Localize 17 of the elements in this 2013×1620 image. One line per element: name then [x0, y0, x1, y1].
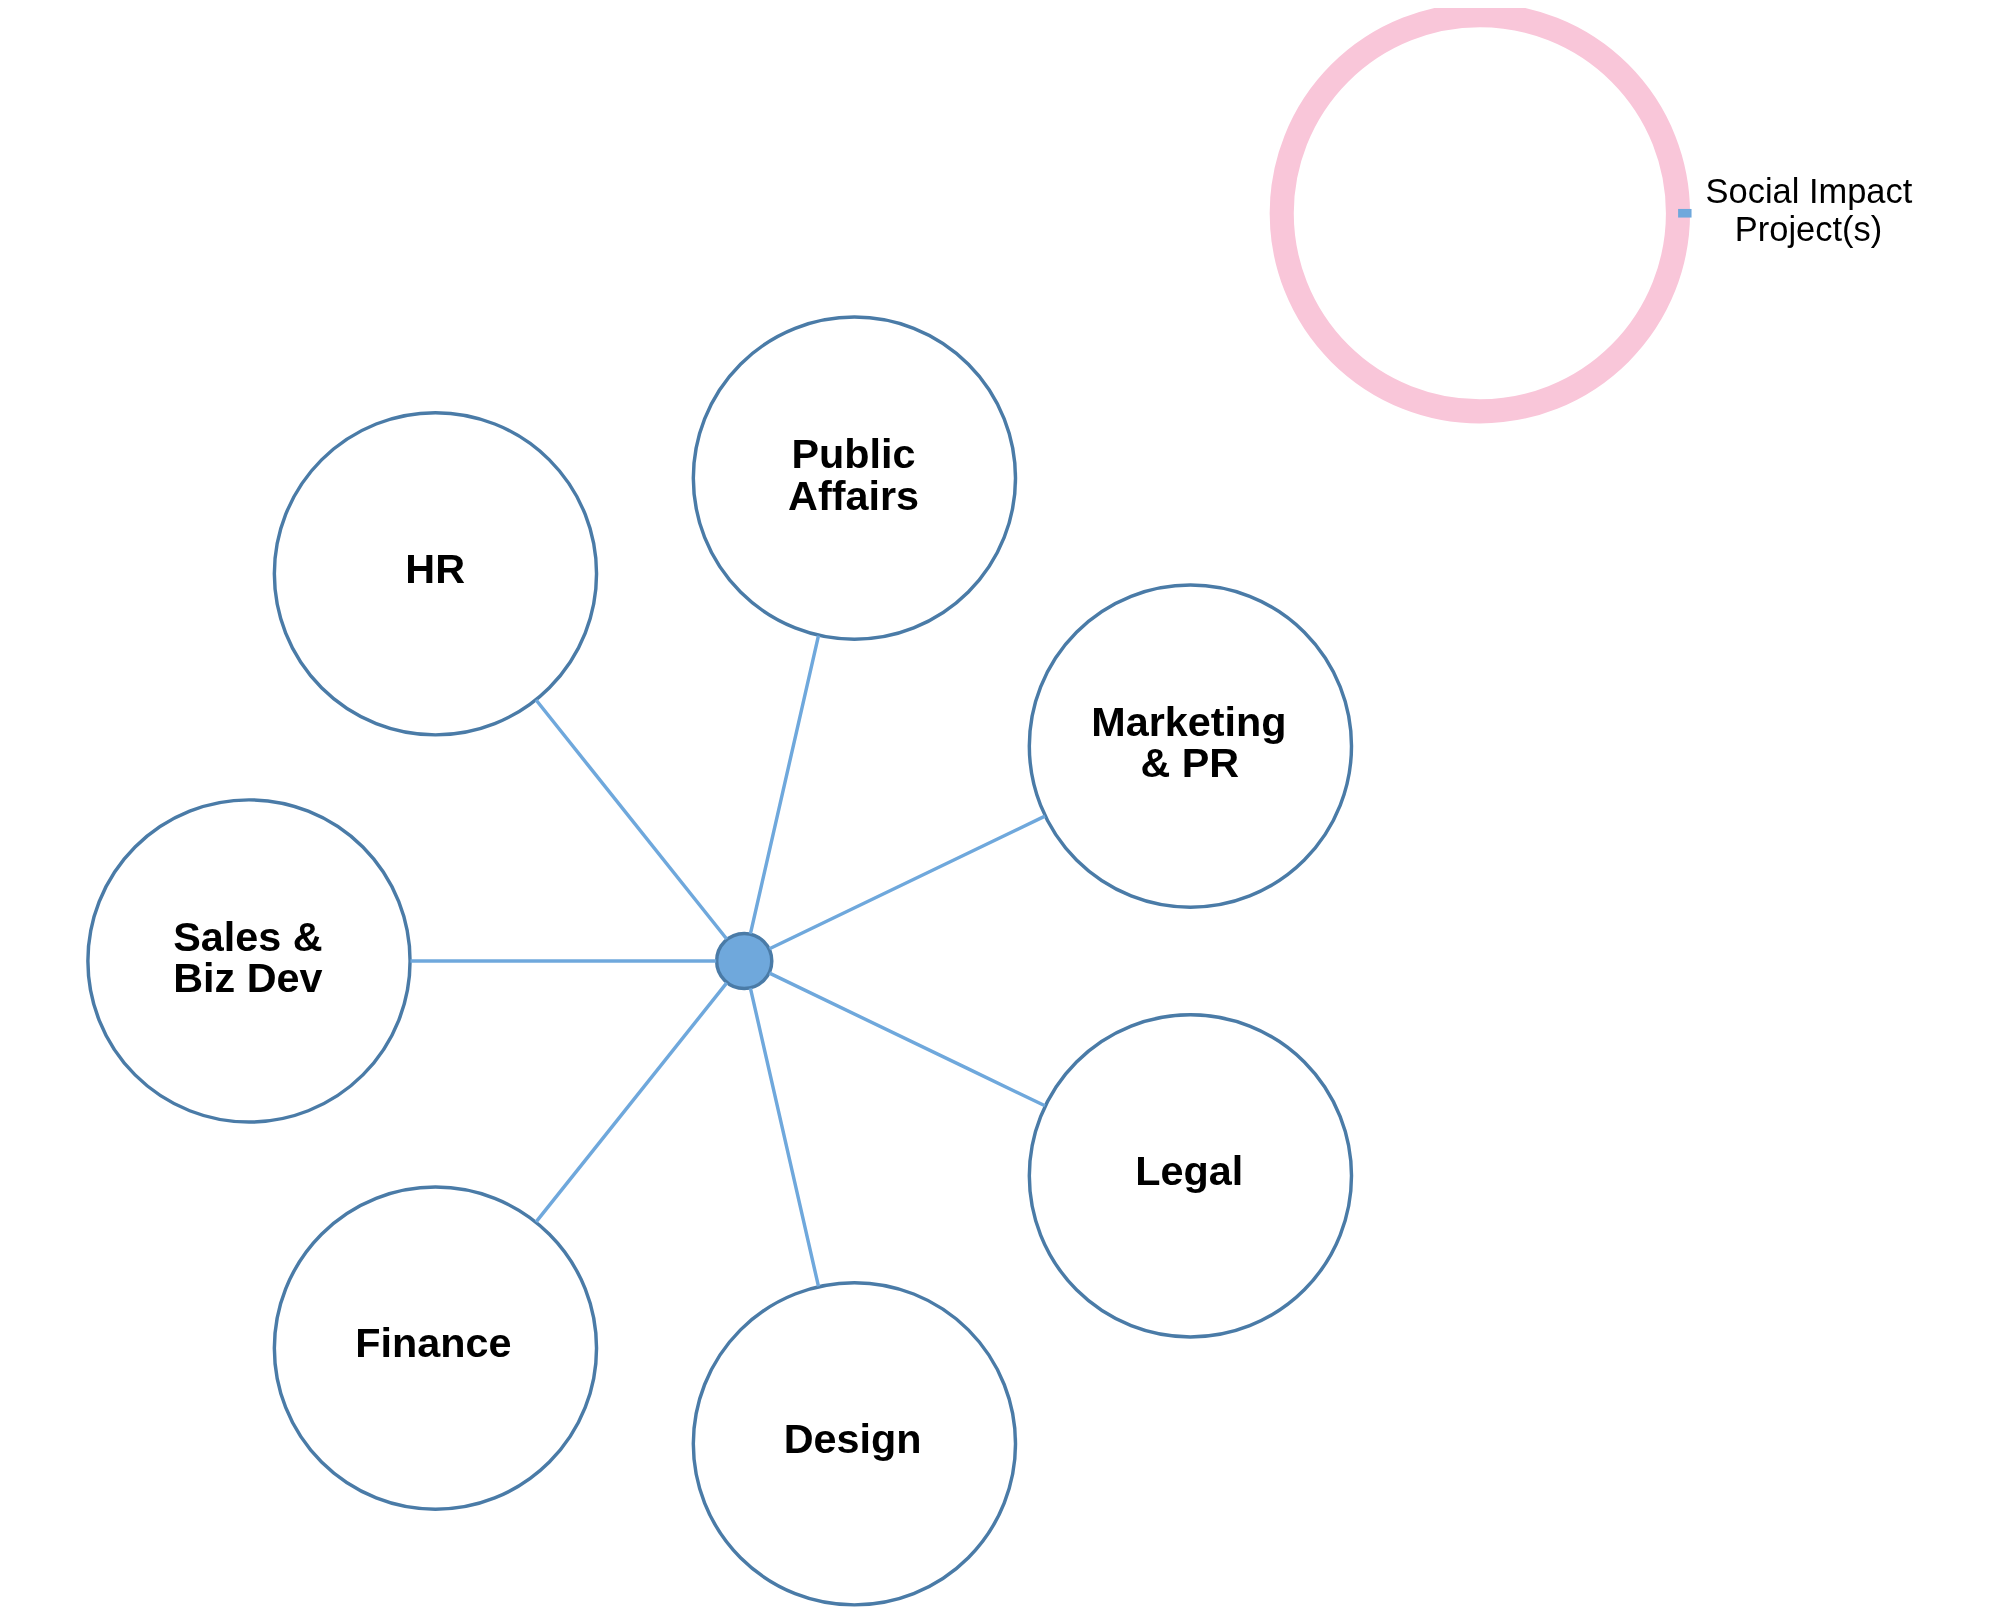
node-circle: Finance [272, 1185, 598, 1511]
node-circle: Public Affairs [691, 315, 1017, 641]
connector [534, 981, 728, 1223]
connector [1677, 208, 1692, 218]
node-text: Social Impact Project(s) [1705, 171, 1912, 248]
connector [748, 987, 820, 1287]
node-circle: Legal [1027, 1013, 1353, 1339]
connector [534, 698, 728, 941]
node-circle: HR [272, 410, 598, 737]
connector [768, 971, 1046, 1108]
node-circle [714, 931, 773, 991]
node-circle: Marketing & PR [1027, 583, 1353, 909]
connector [768, 814, 1046, 951]
connector [409, 959, 716, 963]
node-circle: Sales & Biz Dev [85, 798, 412, 1124]
node-circle: Design [691, 1280, 1017, 1607]
connector [748, 635, 820, 934]
